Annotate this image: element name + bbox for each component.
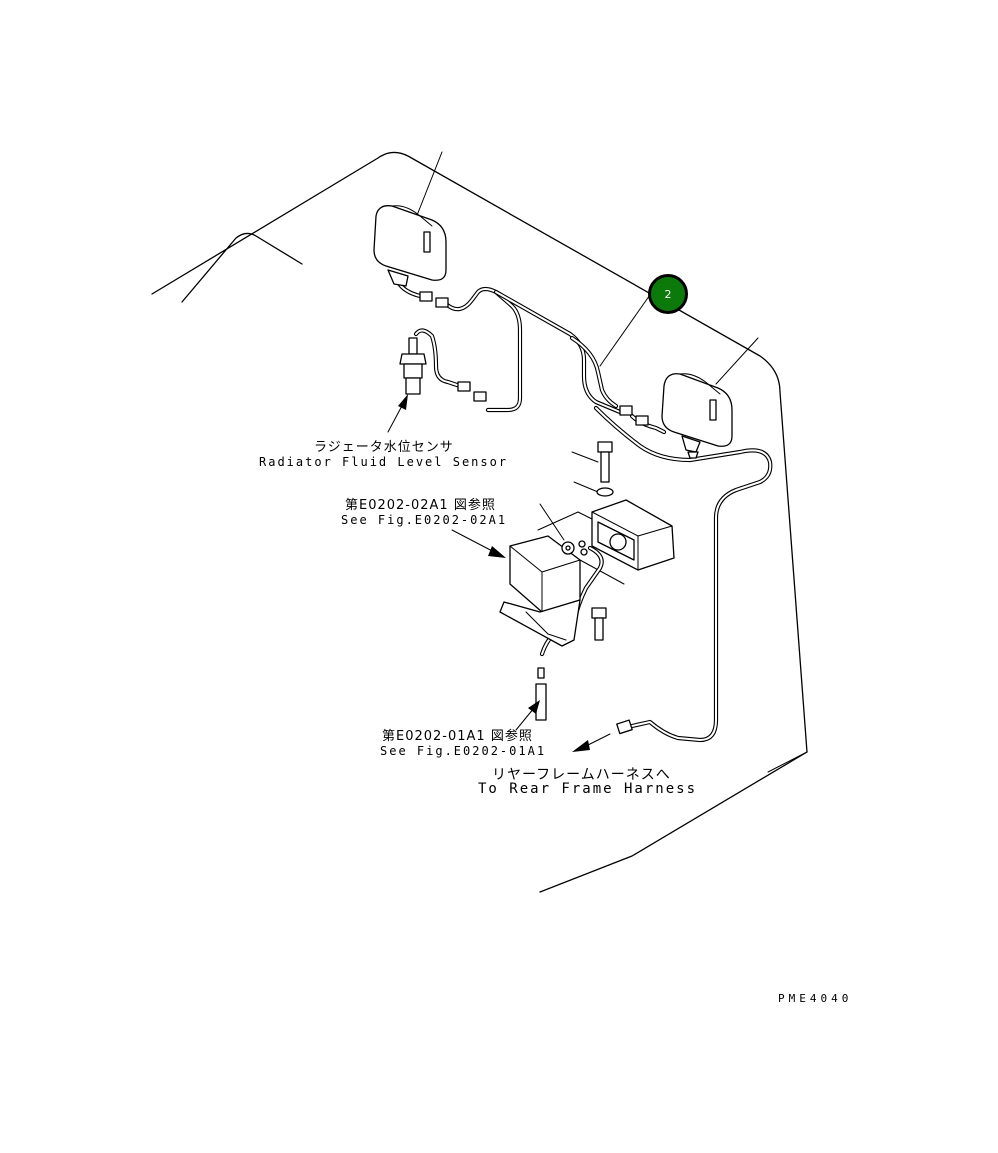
- controller-unit: [499, 535, 581, 647]
- callout-number: 2: [664, 287, 672, 301]
- callout-badge[interactable]: 2: [648, 274, 688, 314]
- work-lamp-left: [373, 205, 447, 287]
- nuts-and-fittings: [561, 540, 607, 641]
- drawing-code: PME4040: [778, 992, 853, 1005]
- sensor-probe: [535, 667, 547, 721]
- connectors: [419, 291, 649, 735]
- bolt-and-washer: [596, 441, 614, 497]
- leader-lines: [411, 151, 759, 585]
- harness-label-en: To Rear Frame Harness: [478, 781, 698, 797]
- radiator-fluid-level-sensor: [399, 337, 427, 395]
- work-lamp-right: [661, 373, 733, 459]
- leader-arrows: [387, 394, 611, 752]
- fig-b-label-en: See Fig.E0202-01A1: [380, 744, 547, 758]
- relay-box: [591, 499, 675, 571]
- fig-a-label-en: See Fig.E0202-02A1: [341, 513, 508, 527]
- harness-label-jp: リヤーフレームハーネスへ: [492, 767, 671, 783]
- sensor-label-jp: ラジェータ水位センサ: [314, 440, 454, 455]
- fig-b-label-jp: 第E0202-01A1 図参照: [382, 729, 533, 744]
- sensor-label-en: Radiator Fluid Level Sensor: [259, 455, 509, 469]
- fig-a-label-jp: 第E0202-02A1 図参照: [345, 498, 496, 513]
- machine-body-outline: [151, 151, 808, 893]
